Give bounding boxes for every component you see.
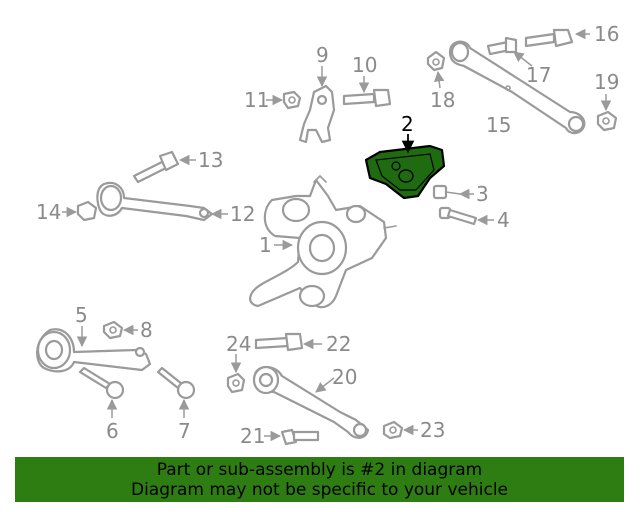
callout-19: 19 xyxy=(594,70,619,94)
callout-11: 11 xyxy=(244,88,269,112)
callout-22: 22 xyxy=(326,332,351,356)
callout-18: 18 xyxy=(430,88,455,112)
callout-2: 2 xyxy=(401,112,414,136)
callout-9: 9 xyxy=(316,43,329,67)
callout-8: 8 xyxy=(140,318,153,342)
callout-10: 10 xyxy=(352,53,377,77)
knuckle-part[interactable] xyxy=(249,174,397,309)
callout-1: 1 xyxy=(259,233,272,257)
callout-numbers: 1 2 3 4 5 6 7 8 9 10 11 12 13 14 15 16 1… xyxy=(36,22,619,448)
nut-part-11[interactable] xyxy=(282,90,302,110)
bolt-part-16[interactable] xyxy=(524,28,574,48)
nut-part-8[interactable] xyxy=(102,320,124,340)
bolt-part-6[interactable] xyxy=(78,366,125,400)
nut-part-24[interactable] xyxy=(226,372,246,394)
banner-line-2: Diagram may not be specific to your vehi… xyxy=(130,480,508,500)
info-banner: Part or sub-assembly is #2 in diagram Di… xyxy=(15,457,624,502)
nut-part-18[interactable] xyxy=(426,50,446,72)
callout-6: 6 xyxy=(106,419,119,443)
callout-21: 21 xyxy=(240,424,265,448)
bolt-part-13[interactable] xyxy=(132,150,180,184)
callout-13: 13 xyxy=(198,148,223,172)
callout-16: 16 xyxy=(594,22,619,46)
callout-24: 24 xyxy=(226,332,251,356)
bolt-part-3[interactable] xyxy=(432,184,461,200)
callout-7: 7 xyxy=(178,419,191,443)
bolt-part-21[interactable] xyxy=(280,428,320,446)
arm-part-20[interactable] xyxy=(252,365,370,439)
callout-5: 5 xyxy=(75,303,88,327)
callout-20: 20 xyxy=(332,365,357,389)
lower-arm-part-5[interactable] xyxy=(36,328,152,373)
callout-17: 17 xyxy=(526,63,551,87)
bolt-part-22[interactable] xyxy=(254,332,304,352)
bolt-part-17[interactable] xyxy=(486,36,518,56)
callout-4: 4 xyxy=(497,208,510,232)
highlighted-bracket-part[interactable] xyxy=(364,144,446,200)
arm-part-12[interactable] xyxy=(96,181,214,222)
bolt-part-4[interactable] xyxy=(438,206,478,226)
bracket-part-9[interactable] xyxy=(298,84,336,144)
nut-part-14[interactable] xyxy=(76,200,98,222)
bolt-part-10[interactable] xyxy=(342,88,392,108)
callout-3: 3 xyxy=(476,182,489,206)
arm-part-15[interactable] xyxy=(448,40,586,135)
banner-line-1: Part or sub-assembly is #2 in diagram xyxy=(156,460,483,480)
callout-12: 12 xyxy=(230,202,255,226)
leader-lines xyxy=(62,28,612,442)
callout-23: 23 xyxy=(420,418,445,442)
callout-14: 14 xyxy=(36,200,61,224)
nut-part-23[interactable] xyxy=(382,420,404,440)
bolt-part-7[interactable] xyxy=(156,366,196,400)
nut-part-19[interactable] xyxy=(596,110,618,132)
callout-15: 15 xyxy=(486,113,511,137)
